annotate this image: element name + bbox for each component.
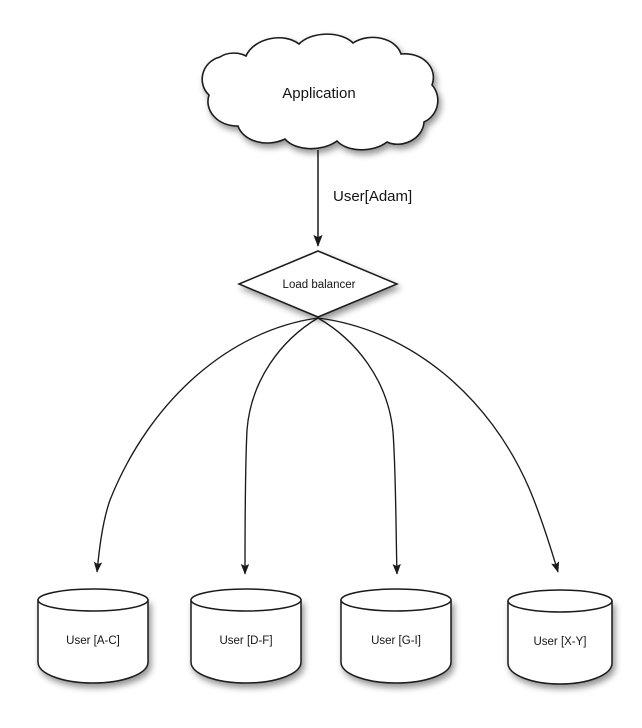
node-database-4[interactable]: User [X-Y] <box>507 589 613 685</box>
edge-load-balancer-to-db-4 <box>317 317 560 573</box>
cylinder-body-1 <box>37 599 149 684</box>
diamond-label: Load balancer <box>283 279 356 291</box>
cylinder-top-4 <box>507 589 613 613</box>
cloud-shape <box>201 33 439 151</box>
cylinder-top-3 <box>340 588 452 612</box>
edge-curve-2 <box>240 317 319 575</box>
edge-application-to-load-balancer: User[Adam] <box>313 150 412 247</box>
edge-load-balancer-to-db-3 <box>317 317 401 575</box>
cloud-label: Application <box>282 85 355 102</box>
cylinder-top-2 <box>190 588 302 612</box>
diamond-shape <box>237 250 399 318</box>
node-database-2[interactable]: User [D-F] <box>190 588 302 684</box>
cylinder-body-3 <box>340 599 452 684</box>
cylinder-label-4: User [X-Y] <box>533 636 586 648</box>
edge-curve-4 <box>317 317 560 573</box>
node-database-1[interactable]: User [A-C] <box>37 588 149 684</box>
cylinder-body-4 <box>507 600 613 685</box>
node-load-balancer[interactable]: Load balancer <box>237 250 399 318</box>
node-database-3[interactable]: User [G-I] <box>340 588 452 684</box>
cylinder-body-2 <box>190 599 302 684</box>
cylinder-top-1 <box>37 588 149 612</box>
edge-load-balancer-to-db-2 <box>240 317 319 575</box>
node-application[interactable]: Application <box>201 33 439 151</box>
edge-curve-1 <box>93 317 319 573</box>
edge-label-user-adam: User[Adam] <box>333 188 412 205</box>
cylinder-label-2: User [D-F] <box>219 635 272 647</box>
cylinder-label-3: User [G-I] <box>371 635 421 647</box>
edge-load-balancer-to-db-1 <box>93 317 319 573</box>
edge-curve-3 <box>317 317 401 575</box>
cylinder-label-1: User [A-C] <box>66 635 120 647</box>
